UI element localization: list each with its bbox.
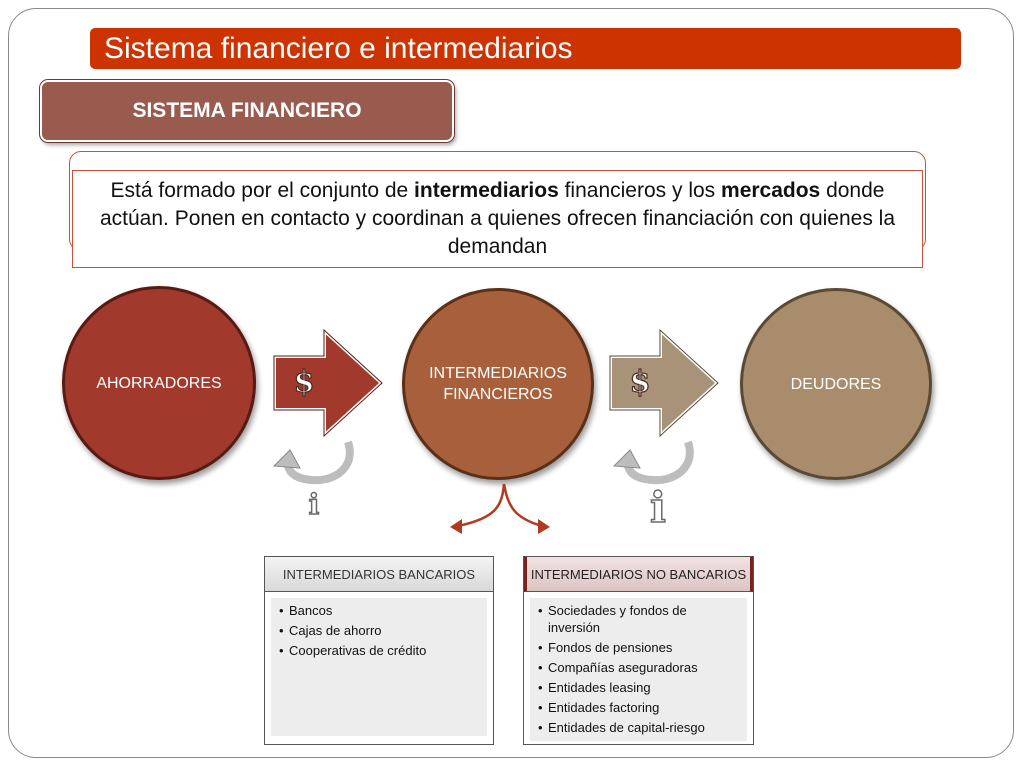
list-card-bancarios: INTERMEDIARIOS BANCARIOS Bancos Cajas de… <box>264 556 494 745</box>
return-arrow-1: i <box>272 440 354 522</box>
list-item: Entidades leasing <box>536 679 741 696</box>
card-body: Sociedades y fondos de inversión Fondos … <box>530 598 747 741</box>
description-bold-intermediarios: intermediarios <box>414 179 559 202</box>
node-label: AHORRADORES <box>96 374 222 392</box>
return-arrow-2: i <box>612 440 694 526</box>
list-item: Compañías aseguradoras <box>536 659 741 676</box>
description-text-3: donde actúan. Ponen en contacto y coordi… <box>99 179 896 258</box>
list-item: Entidades factoring <box>536 699 741 716</box>
description-text-1: Está formado por el conjunto de <box>110 179 415 202</box>
title-bar: Sistema financiero e intermediarios <box>90 28 961 69</box>
card-header: INTERMEDIARIOS NO BANCARIOS <box>524 557 753 592</box>
info-icon: i <box>309 488 320 521</box>
card-header-label: INTERMEDIARIOS BANCARIOS <box>282 566 476 582</box>
list-item: Bancos <box>277 602 481 619</box>
node-label: INTERMEDIARIOS FINANCIEROS <box>429 365 567 403</box>
dollar-icon: $ <box>630 365 651 400</box>
split-arrow <box>450 483 550 534</box>
card-header: INTERMEDIARIOS BANCARIOS <box>265 557 493 592</box>
node-deudores: DEUDORES <box>740 288 932 480</box>
info-icon: i <box>650 483 666 526</box>
list-item: Sociedades y fondos de inversión <box>536 602 741 636</box>
list-item: Entidades de capital-riesgo <box>536 719 741 736</box>
card-body: Bancos Cajas de ahorro Cooperativas de c… <box>271 598 487 736</box>
description-box: Está formado por el conjunto de intermed… <box>72 170 923 268</box>
list-item: Cooperativas de crédito <box>277 642 481 659</box>
node-ahorradores: AHORRADORES <box>62 286 256 480</box>
section-header: SISTEMA FINANCIERO <box>40 80 454 142</box>
dollar-icon: $ <box>294 365 315 400</box>
node-intermediarios: INTERMEDIARIOS FINANCIEROS <box>402 288 594 480</box>
description-bold-mercados: mercados <box>721 179 821 202</box>
list-card-no-bancarios: INTERMEDIARIOS NO BANCARIOS Sociedades y… <box>523 556 754 745</box>
node-label: DEUDORES <box>790 375 882 393</box>
card-header-label: INTERMEDIARIOS NO BANCARIOS <box>530 566 747 582</box>
list-item: Fondos de pensiones <box>536 639 741 656</box>
item-list: Sociedades y fondos de inversión Fondos … <box>536 602 741 736</box>
money-arrow-2: $ <box>608 326 721 440</box>
section-label: SISTEMA FINANCIERO <box>132 99 362 122</box>
money-arrow-1: $ <box>272 326 385 440</box>
list-item: Cajas de ahorro <box>277 622 481 639</box>
item-list: Bancos Cajas de ahorro Cooperativas de c… <box>277 602 481 659</box>
page-title: Sistema financiero e intermediarios <box>104 31 573 65</box>
description-text-2: financieros y los <box>558 179 722 202</box>
